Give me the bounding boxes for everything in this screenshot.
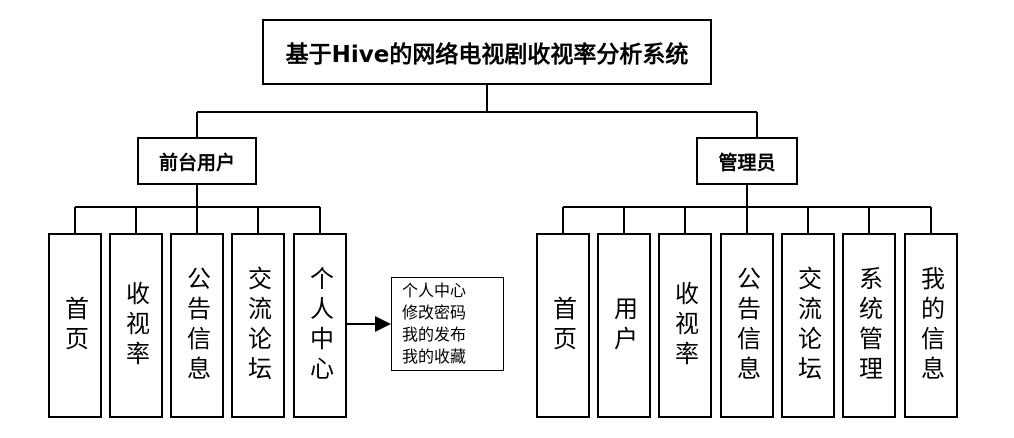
front-module-home: 首页 <box>48 233 102 418</box>
system-title: 基于Hive的网络电视剧收视率分析系统 <box>262 19 712 85</box>
front-module-personal-center: 个人中心 <box>293 233 347 418</box>
note-item: 我的收藏 <box>402 347 467 366</box>
admin-node: 管理员 <box>696 137 798 185</box>
front-module-announcements: 公告信息 <box>170 233 224 418</box>
admin-module-announcements: 公告信息 <box>720 233 774 418</box>
front-user-node: 前台用户 <box>137 137 257 185</box>
admin-module-my-info: 我的信息 <box>904 233 958 418</box>
note-item: 个人中心 <box>402 281 467 300</box>
front-module-ratings: 收视率 <box>109 233 163 418</box>
front-module-forum: 交流论坛 <box>231 233 285 418</box>
admin-module-users: 用户 <box>597 233 651 418</box>
arrow-head <box>375 316 391 332</box>
personal-center-detail: 个人中心 修改密码 我的发布 我的收藏 <box>391 277 504 371</box>
admin-module-ratings: 收视率 <box>658 233 712 418</box>
admin-module-forum: 交流论坛 <box>781 233 835 418</box>
note-item: 我的发布 <box>402 325 467 344</box>
admin-module-home: 首页 <box>536 233 590 418</box>
note-item: 修改密码 <box>402 303 467 322</box>
admin-module-system-management: 系统管理 <box>842 233 896 418</box>
